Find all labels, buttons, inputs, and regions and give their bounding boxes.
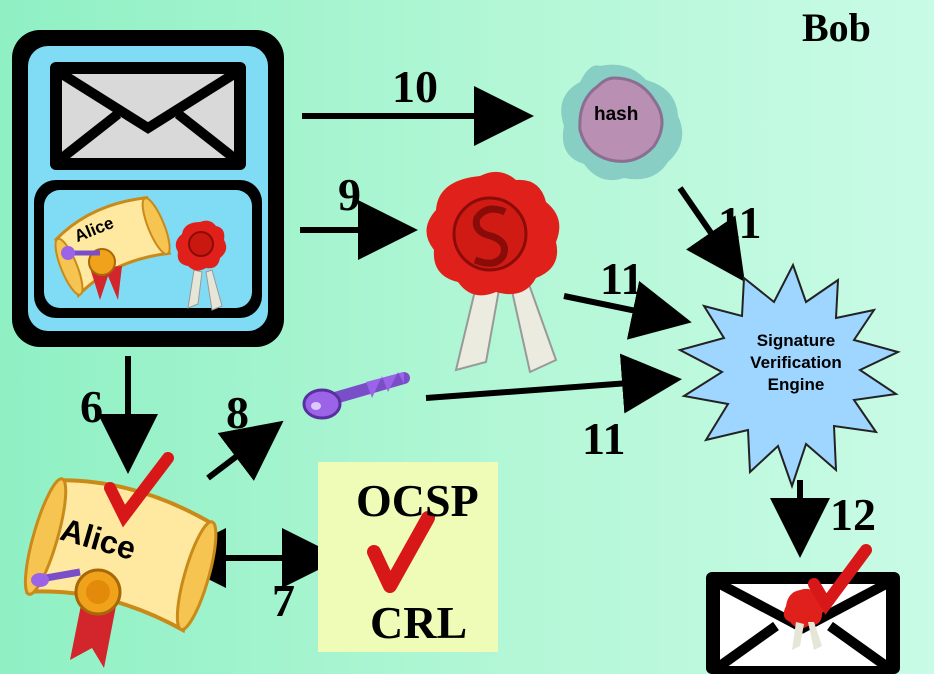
envelope-checkmark-icon <box>808 544 872 615</box>
step-12-label: 12 <box>830 489 876 540</box>
key-icon <box>302 372 410 420</box>
certificate-checkmark-icon <box>104 452 174 528</box>
arrow-step-11-seal <box>563 280 692 340</box>
step-11-label-seal: 11 <box>600 253 644 304</box>
small-wax-seal-icon <box>175 220 227 311</box>
engine-label: Signature Verification Engine <box>736 330 856 396</box>
hash-label: hash <box>594 104 639 125</box>
envelope-icon <box>50 62 246 170</box>
arrow-step-8 <box>206 420 284 481</box>
step-11-label-key: 11 <box>582 413 626 464</box>
ocsp-label: OCSP <box>356 475 479 526</box>
verified-envelope-icon <box>706 544 900 674</box>
large-certificate-scroll-icon <box>23 452 218 668</box>
hash-blob-icon <box>561 64 683 181</box>
step-9-label: 9 <box>338 169 361 220</box>
ocsp-crl-box <box>318 462 498 652</box>
small-key-icon <box>61 246 100 260</box>
arrow-step-11-key <box>425 353 682 414</box>
engine-label-line-3: Engine <box>767 375 825 395</box>
starburst-icon <box>677 262 901 490</box>
signed-message-container <box>12 30 284 347</box>
step-11-label-hash: 11 <box>718 197 762 248</box>
engine-label-line-1: Signature <box>756 331 836 350</box>
wax-seal-icon <box>426 171 560 374</box>
crl-label: CRL <box>370 597 468 648</box>
bob-label: Bob <box>802 5 871 50</box>
engine-label-line-2: Verification <box>750 353 842 373</box>
step-8-label: 8 <box>226 387 249 438</box>
arrow-step-11-hash <box>677 186 745 282</box>
ocsp-checkmark-icon <box>367 511 435 593</box>
step-7-label: 7 <box>272 575 295 626</box>
step-10-label: 10 <box>392 61 438 112</box>
step-6-label: 6 <box>80 381 103 432</box>
